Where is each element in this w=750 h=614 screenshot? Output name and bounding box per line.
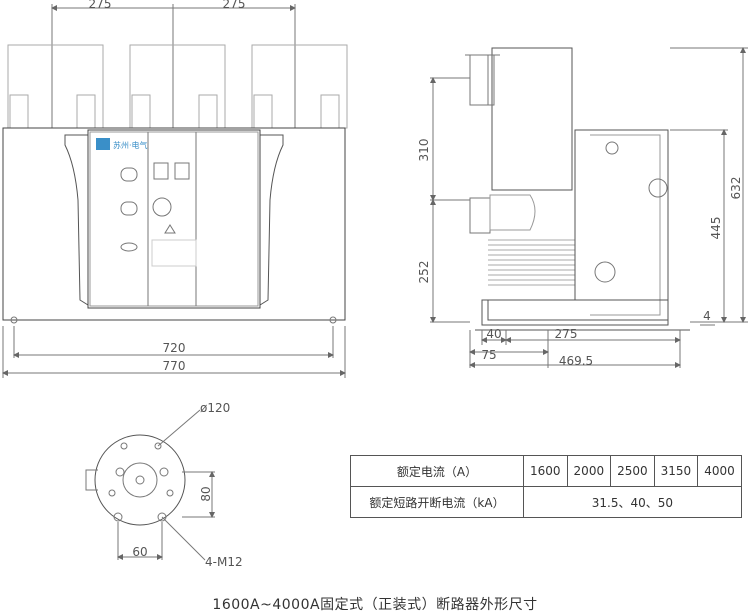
- dim-terminal-80: 80: [199, 486, 213, 501]
- row-label-breaking-current: 额定短路开断电流（kA）: [350, 486, 524, 518]
- breaking-values: 31.5、40、50: [523, 486, 742, 518]
- side-view: [430, 47, 748, 368]
- table-row-current: 额定电流（A） 1600 2000 2500 3150 4000: [350, 455, 742, 487]
- dim-side-mid-height: 445: [709, 217, 723, 240]
- dim-front-top-right: 275: [223, 0, 246, 11]
- dim-terminal-bolts: 4-M12: [205, 555, 243, 569]
- current-cell: 2500: [610, 455, 655, 487]
- current-cell: 4000: [697, 455, 742, 487]
- brand-logo-icon: [96, 138, 110, 150]
- spec-table: 额定电流（A） 1600 2000 2500 3150 4000 额定短路开断电…: [350, 455, 742, 518]
- dim-side-75: 75: [481, 348, 496, 362]
- dim-side-lower: 252: [417, 261, 431, 284]
- brand-name: 苏州·电气: [113, 140, 148, 150]
- dim-side-275: 275: [555, 327, 578, 341]
- table-row-breaking: 额定短路开断电流（kA） 31.5、40、50: [350, 486, 742, 518]
- terminal-plate: [85, 409, 215, 561]
- dim-side-small: 4: [703, 309, 711, 323]
- dim-side-40: 40: [486, 327, 501, 341]
- dim-front-top-left: 275: [89, 0, 112, 11]
- dim-front-inner-width: 720: [163, 341, 186, 355]
- figure-caption: 1600A~4000A固定式（正装式）断路器外形尺寸: [212, 597, 538, 613]
- front-view: [2, 4, 348, 378]
- dim-side-upper: 310: [417, 139, 431, 162]
- current-cell: 3150: [653, 455, 699, 487]
- row-label-rated-current: 额定电流（A）: [350, 455, 524, 487]
- dim-terminal-60: 60: [132, 545, 147, 559]
- dim-side-469: 469.5: [559, 354, 593, 368]
- current-cell: 2000: [566, 455, 612, 487]
- dim-side-total-height: 632: [729, 177, 743, 200]
- dim-front-outer-width: 770: [163, 359, 186, 373]
- current-cell: 1600: [523, 455, 568, 487]
- dim-terminal-diameter: ø120: [200, 401, 230, 415]
